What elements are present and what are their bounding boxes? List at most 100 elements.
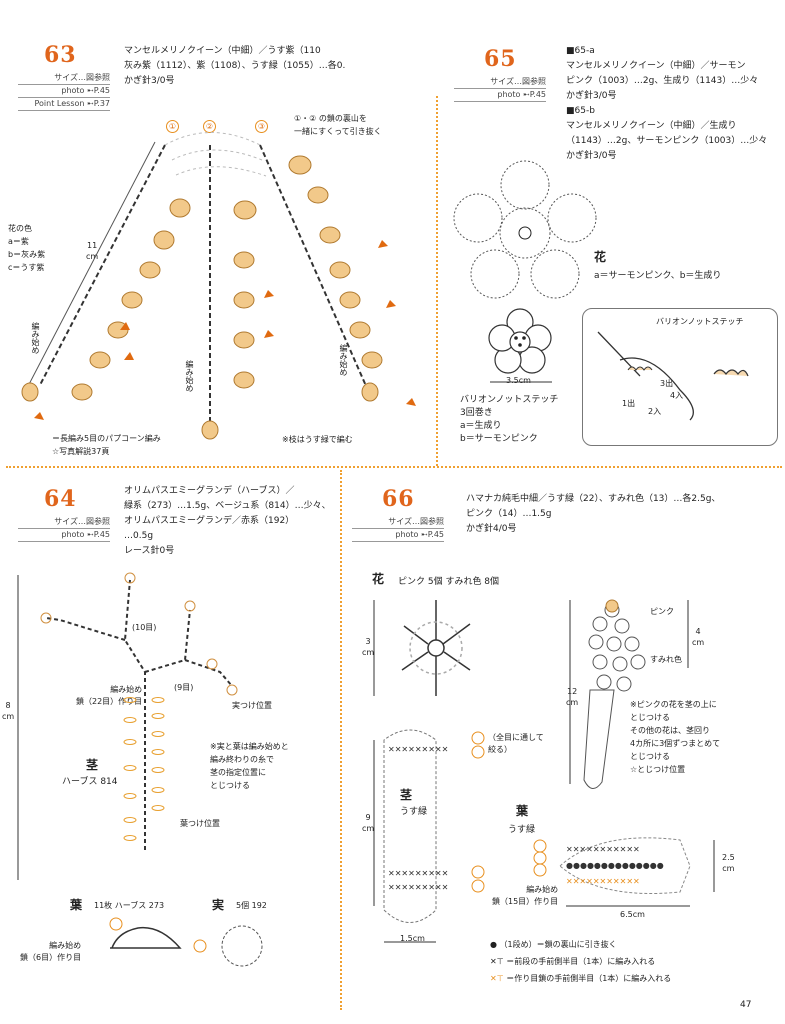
pattern-number-64: 64: [44, 486, 77, 512]
flower-colors-65: a＝サーモンピンク、b＝生成り: [594, 271, 722, 281]
materials-line: マンセルメリノクイーン（中細）／生成り: [566, 121, 737, 131]
popcorn-legend: ＝長編み5目のパプコーン編み ☆写真解説37頁: [52, 432, 161, 458]
stem-tube-66: [383, 729, 437, 923]
leaf-color-66: うす緑: [508, 825, 536, 835]
gather-line: （全目に通して: [488, 733, 544, 742]
size-note: サイズ…図参照: [18, 516, 110, 529]
assembly-note-66: ※ピンクの花を茎の上に とじつける その他の花は、茎回り 4カ所に3個ずつまとめ…: [630, 698, 720, 776]
attach-note-line: 編み終わりの糸で: [210, 755, 274, 764]
assembly-line: その他の花は、茎回り: [630, 726, 710, 735]
svg-text:✕✕✕✕✕✕✕✕✕: ✕✕✕✕✕✕✕✕✕: [388, 869, 448, 878]
materials-line: かぎ針3/0号: [566, 91, 617, 101]
meta-64: サイズ…図参照 photo ➸P.45: [18, 516, 110, 542]
photo-guide-note: ☆写真解説37頁: [52, 447, 110, 456]
pattern-number-63: 63: [44, 42, 77, 68]
vertical-divider-top: [436, 96, 438, 466]
bullion-wraps: [627, 366, 653, 371]
materials-66: ハマナカ純毛中細／うす緑（22）、すみれ色（13）…各2.5g、 ピンク（14）…: [466, 492, 720, 537]
length-unit: cm: [362, 824, 375, 833]
bullion-dots: [514, 336, 526, 347]
flower-chart-65: [453, 160, 597, 299]
horizontal-divider: [6, 466, 782, 468]
materials-line: オリムパスエミーグランデ（ハーブス）／: [124, 486, 295, 496]
start-label-63a: 編み始め: [31, 322, 40, 354]
start-label: 編み始め: [110, 685, 143, 694]
photo-ref: photo ➸P.45: [454, 89, 546, 102]
foundation-chain: 鎖（15目）作り目: [492, 897, 559, 906]
assembly-line: 4カ所に3個ずつまとめて: [630, 739, 721, 748]
branch-10-label: (10目): [132, 623, 157, 632]
meta-63: サイズ…図参照 photo ➸P.45 Point Lesson ➸P.37: [18, 72, 110, 111]
bullion-line: a＝生成り: [460, 421, 502, 431]
leaf-label-66: 葉: [516, 804, 529, 818]
materials-line: 灰み紫（1112）、紫（1108）、うす緑（1055）…各0.: [124, 61, 346, 71]
leaf-chart-64: [110, 926, 182, 949]
stem-ovals-64: [123, 697, 165, 841]
stem-width-66: 1.5cm: [400, 934, 425, 943]
guide-arcs: [164, 132, 267, 177]
leaf-row-markers: [533, 839, 547, 877]
join-note-63: ①・② の鎖の裏山を 一緒にすくって引き抜く: [294, 112, 382, 138]
stem-rows-66: ✕✕✕✕✕✕✕✕✕ ✕✕✕✕✕✕✕✕✕ ✕✕✕✕✕✕✕✕✕: [388, 745, 448, 892]
pattern-number-65: 65: [484, 46, 517, 72]
legend-b: b＝灰み紫: [8, 250, 46, 259]
key-foundation-loop: ✕⊤ ＝作り目鎖の手前側半目（1本）に編み入れる: [490, 974, 672, 983]
step-4-in: 4入: [670, 391, 684, 400]
length-value: 8: [5, 701, 11, 710]
fruit-qty-64: 5個 192: [236, 901, 267, 910]
flower-height-66: 3 cm: [362, 636, 374, 658]
color-legend-63: 花の色 a＝紫 b＝灰み紫 c＝うす紫: [8, 222, 45, 274]
key-text: ＝前段の手前側半目（1本）に編み入れる: [506, 957, 656, 966]
key-front-loop: ✕⊤ ＝前段の手前側半目（1本）に編み入れる: [490, 957, 656, 966]
size-note: サイズ…図参照: [18, 72, 110, 85]
foundation-chain: 鎖（6目）作り目: [20, 953, 82, 962]
branch-3: [259, 144, 371, 396]
svg-text:✕✕✕✕✕✕✕✕✕✕✕: ✕✕✕✕✕✕✕✕✕✕✕: [566, 877, 640, 886]
length-value: 9: [365, 813, 371, 822]
stem-color-note: ※枝はうす緑で編む: [282, 435, 353, 444]
bullion-line: バリオンノットステッチ: [460, 395, 559, 405]
bullion-line: b＝サーモンピンク: [460, 434, 538, 444]
pink-label: ピンク: [650, 607, 674, 616]
flower-qty-66: ピンク 5個 すみれ色 8個: [398, 577, 500, 587]
materials-line: ハマナカ純毛中細／うす緑（22）、すみれ色（13）…各2.5g、: [466, 494, 721, 504]
svg-text:✕✕✕✕✕✕✕✕✕✕✕: ✕✕✕✕✕✕✕✕✕✕✕: [566, 845, 640, 854]
key-text: （1段め）＝鎖の裏山に引き抜く: [499, 940, 617, 949]
materials-line: （1143）…2g、サーモンピンク（1003）…少々: [566, 136, 768, 146]
magic-ring: [518, 226, 532, 240]
length-11cm: 11 cm: [86, 240, 98, 262]
branch-9-label: (9目): [174, 683, 194, 692]
legend-title: 花の色: [8, 224, 32, 233]
materials-line: かぎ針3/0号: [566, 151, 617, 161]
flower-chart-66: [401, 600, 471, 696]
page-number: 47: [740, 1000, 752, 1010]
variant-a-heading: ■65-a: [566, 46, 595, 56]
chain-marker-2: ②: [203, 120, 216, 133]
purple-label: すみれ色: [650, 655, 682, 664]
fruit-chart-64: [221, 925, 263, 967]
materials-line: ピンク（14）…1.5g: [466, 509, 552, 519]
markers-orange: [34, 240, 416, 420]
join-note-line: ①・② の鎖の裏山を: [294, 114, 367, 123]
bullion-needle: [597, 331, 694, 421]
finished-flower-65: [488, 308, 552, 374]
svg-text:✕✕✕✕✕✕✕✕✕: ✕✕✕✕✕✕✕✕✕: [388, 745, 448, 754]
leaf-start-66: 編み始め 鎖（15目）作り目: [492, 884, 558, 908]
leaf-marker-2: [109, 917, 123, 931]
length-unit: cm: [86, 252, 99, 261]
svg-text:●●●●●●●●●●●●●●: ●●●●●●●●●●●●●●: [566, 861, 664, 870]
fruit-markers-64: [40, 572, 238, 696]
leaf-height-66: 2.5 cm: [722, 852, 735, 874]
height-4cm: 4 cm: [692, 626, 704, 648]
bullion-line: 3回巻き: [460, 408, 493, 418]
size-note: サイズ…図参照: [352, 516, 444, 529]
join-note-line: 一緒にすくって引き抜く: [294, 127, 382, 136]
attach-note-line: ※実と葉は編み始めと: [210, 742, 289, 751]
start-label: 編み始め: [49, 941, 82, 950]
variant-b-heading: ■65-b: [566, 106, 595, 116]
pink-flower-top: [605, 599, 619, 613]
leaf-position-label: 葉つけ位置: [180, 819, 220, 828]
stem-height-9cm: 9 cm: [362, 812, 374, 834]
length-unit: cm: [566, 698, 579, 707]
